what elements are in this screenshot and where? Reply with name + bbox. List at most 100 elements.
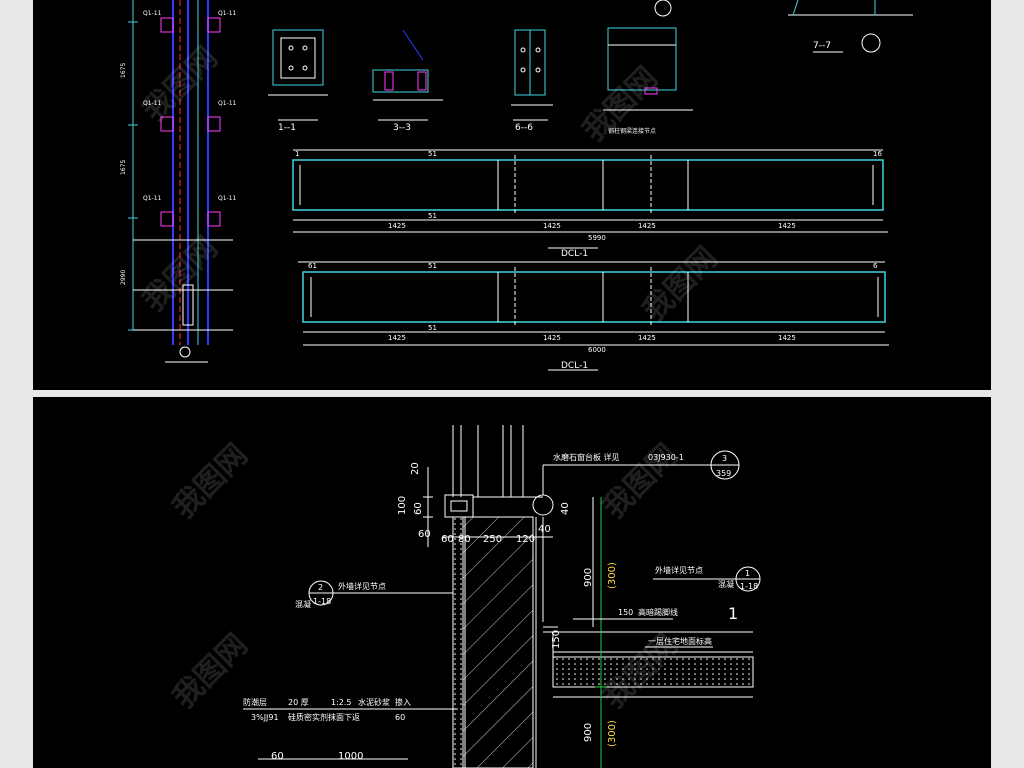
steel-column-beam-drawing: Q1-11 Q1-11 Q1-11 Q1-11 Q1-11 Q1-11 1675… (120, 0, 913, 371)
section-6-6 (511, 29, 553, 121)
note-section-number: 1 (728, 604, 738, 623)
callout-page: 1-18 (313, 597, 331, 606)
beam-bottom-label: 51 (428, 212, 437, 220)
column-dim: 1675 (120, 63, 127, 78)
note-ground: 一层住宅地面标高 (648, 636, 712, 646)
callout-ref: 03J930-1 (648, 453, 684, 462)
beam-name: DCL-1 (561, 249, 588, 259)
beam-segment: 1425 (638, 334, 656, 342)
section-3-3 (372, 29, 443, 121)
drawing-panel-bottom: 20 100 60 60 60 80 250 120 40 40 900 (30… (33, 397, 991, 768)
callout-left (308, 580, 453, 606)
wall-hatched (462, 516, 534, 768)
beam-end-right: 16 (873, 150, 882, 158)
beam-total: 5990 (588, 234, 606, 242)
callout-text: 外墙详见节点 (338, 581, 386, 591)
column-label: Q1-11 (218, 195, 237, 202)
wp-mix: 1:2.5 (331, 698, 352, 707)
callout-text: 外墙详见节点 (655, 565, 703, 575)
dim-left: 60 (413, 502, 424, 515)
dim-left: 60 (418, 529, 431, 540)
dim-300: (300) (607, 562, 618, 589)
dimension-labels: 20 100 60 60 60 80 250 120 40 40 900 (30… (271, 462, 618, 762)
column-label: Q1-11 (143, 10, 162, 17)
dim-900: 900 (583, 568, 594, 587)
wp-label: 防潮层 (243, 697, 267, 707)
column-dim: 2990 (120, 270, 127, 285)
callout-text: 水磨石窗台板 详见 (553, 452, 620, 462)
beam-segment: 1425 (778, 334, 796, 342)
column-dim: 1675 (120, 160, 127, 175)
beam-dcl-1-a (292, 149, 888, 249)
beam-dcl-1-b (298, 261, 889, 371)
wall-plaster (452, 516, 466, 768)
note-150: 150 (618, 608, 633, 617)
beam-end-left: 61 (308, 262, 317, 270)
wp-mat: 水泥砂浆 (358, 697, 390, 707)
beam-bottom-label: 51 (428, 324, 437, 332)
right-notes: 150 高暗踢脚线 一层住宅地面标高 1 (618, 604, 738, 646)
beam-segment: 1425 (543, 334, 561, 342)
callout-right-text: 外墙详见节点 混凝 1 1-18 (655, 565, 758, 591)
callout-sub: 混凝 (718, 579, 734, 589)
callout-num: 2 (318, 583, 323, 592)
callout-num: 1 (745, 569, 750, 578)
section-title-1-1: 1--1 (278, 123, 296, 133)
column-label: Q1-11 (218, 10, 237, 17)
beam-segment: 1425 (778, 222, 796, 230)
dim-top: 80 (458, 534, 471, 545)
dim-900: 900 (583, 723, 594, 742)
section-title-6-6: 6--6 (515, 123, 533, 133)
callout-top (532, 450, 740, 516)
beam-top-label: 51 (428, 262, 437, 270)
beam-dcl-1-a-labels: 51 51 1 16 1425 1425 1425 1425 5990 DCL-… (295, 150, 882, 259)
dim-top: 120 (516, 534, 535, 545)
callout-sub: 混凝 (295, 599, 311, 609)
dim-300: (300) (607, 720, 618, 747)
waterproof-note: 防潮层 20 厚 1:2.5 水泥砂浆 掺入 3%JJ91 硅质密实剂抹面下返 … (243, 697, 411, 722)
wp-add: 掺入 (395, 697, 411, 707)
dim-1000: 1000 (338, 751, 363, 762)
callout-page: 1-18 (740, 582, 758, 591)
floor-slab (543, 631, 754, 698)
dim-top: 60 (441, 534, 454, 545)
beam-name: DCL-1 (561, 361, 588, 371)
windowsill-wall-section: 20 100 60 60 60 80 250 120 40 40 900 (30… (243, 425, 761, 768)
dimensions (258, 467, 607, 768)
callout-left-text: 外墙详见节点 混凝 2 1-18 (295, 581, 386, 609)
column-label: Q1-11 (218, 100, 237, 107)
beam-end-right: 6 (873, 262, 878, 270)
dim-left: 20 (410, 462, 421, 475)
callout-num: 3 (722, 454, 727, 463)
column-elevation (128, 0, 233, 363)
beam-segment: 1425 (543, 222, 561, 230)
beam-segment: 1425 (388, 222, 406, 230)
dim-top: 40 (538, 524, 551, 535)
dim-top: 250 (483, 534, 502, 545)
note-floor: 高暗踢脚线 (638, 607, 678, 617)
column-labels: Q1-11 Q1-11 Q1-11 Q1-11 Q1-11 Q1-11 1675… (120, 10, 237, 285)
dim-150: 150 (551, 630, 562, 649)
section-7-7 (788, 0, 913, 53)
dim-60: 60 (271, 751, 284, 762)
section-title-3-3: 3--3 (393, 123, 411, 133)
dim-left: 100 (397, 496, 408, 515)
beam-dcl-1-b-labels: 51 51 61 6 1425 1425 1425 1425 6000 DCL-… (308, 262, 878, 371)
beam-end-left: 1 (295, 150, 299, 158)
wp-pct: 3%JJ91 (251, 713, 279, 722)
beam-segment: 1425 (388, 334, 406, 342)
beam-segment: 1425 (638, 222, 656, 230)
wp-rest: 硅质密实剂抹面下返 (288, 712, 360, 722)
section-note: 钢柱钢梁连接节点 (608, 127, 656, 135)
wp-depth: 60 (395, 713, 405, 722)
window-frame (444, 425, 543, 518)
callout-page: 359 (716, 469, 731, 478)
callout-right (653, 566, 761, 592)
callout-top-text: 水磨石窗台板 详见 03J930-1 3 359 (553, 452, 731, 478)
column-label: Q1-11 (143, 100, 162, 107)
column-label: Q1-11 (143, 195, 162, 202)
drawing-panel-top: Q1-11 Q1-11 Q1-11 Q1-11 Q1-11 Q1-11 1675… (33, 0, 991, 390)
steel-joint-detail (603, 0, 693, 111)
beam-total: 6000 (588, 346, 606, 354)
dim-top: 40 (560, 502, 571, 515)
